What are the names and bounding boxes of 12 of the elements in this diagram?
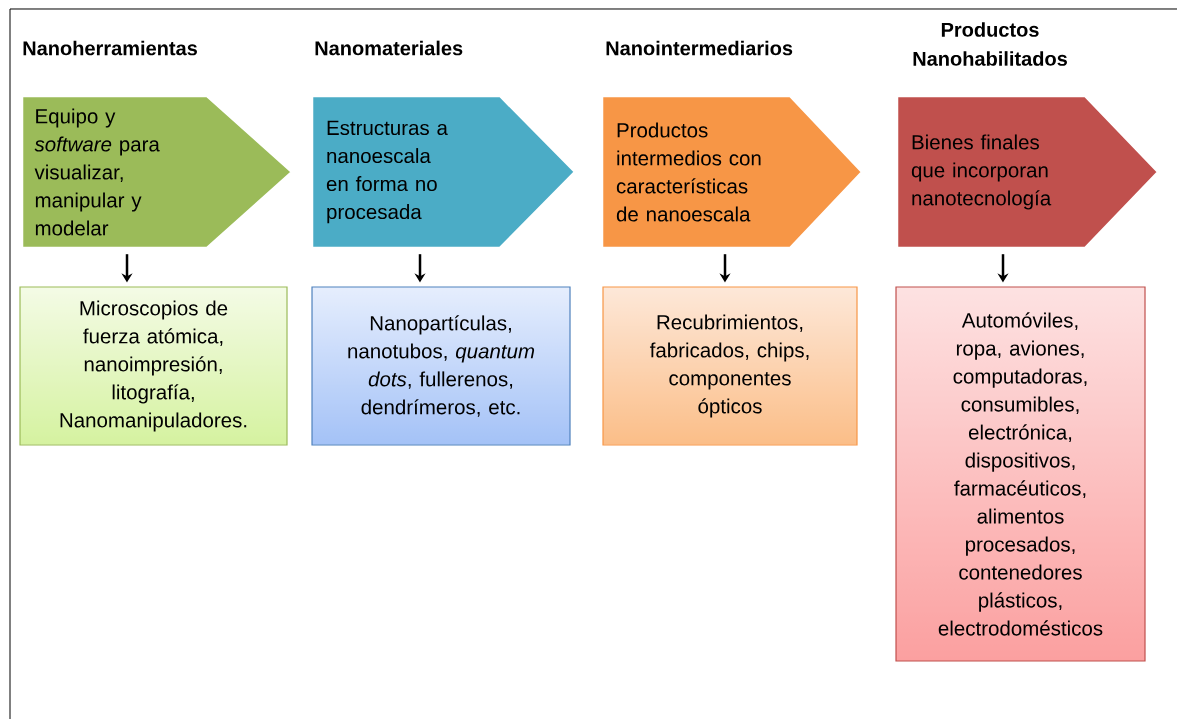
product-box: Automóviles, ropa, aviones, computadoras, consumibles, electrónica, dispositivos, farmacéuticos, alimentos procesados, contenedores plásticos, electrodomésticos	[895, 286, 1146, 662]
column-heading: Nanoherramientas	[23, 40, 197, 56]
column-heading: Nanointermediarios	[606, 40, 793, 56]
column-heading: Nanomateriales	[315, 40, 463, 56]
product-box: Recubrimientos, fabricados, chips, componentes ópticos	[602, 286, 858, 446]
product-box: Nanopartículas, nanotubos, quantum dots, fullerenos, dendrímeros, etc.	[311, 286, 571, 446]
chevron-box: Bienes finales que incorporan nanotecnología	[895, 94, 1160, 250]
chevron-box: Estructuras a nanoescala en forma no procesada	[310, 94, 577, 250]
column-heading: Productos Nanohabilitados	[913, 22, 1067, 66]
product-box: Microscopios de fuerza atómica, nanoimpresión, litografía, Nanomanipuladores.	[19, 286, 288, 446]
chevron-box: Productos intermedios con características de nanoescala	[600, 94, 864, 250]
chevron-box: Equipo y software para visualizar, manipular y modelar	[20, 94, 294, 250]
